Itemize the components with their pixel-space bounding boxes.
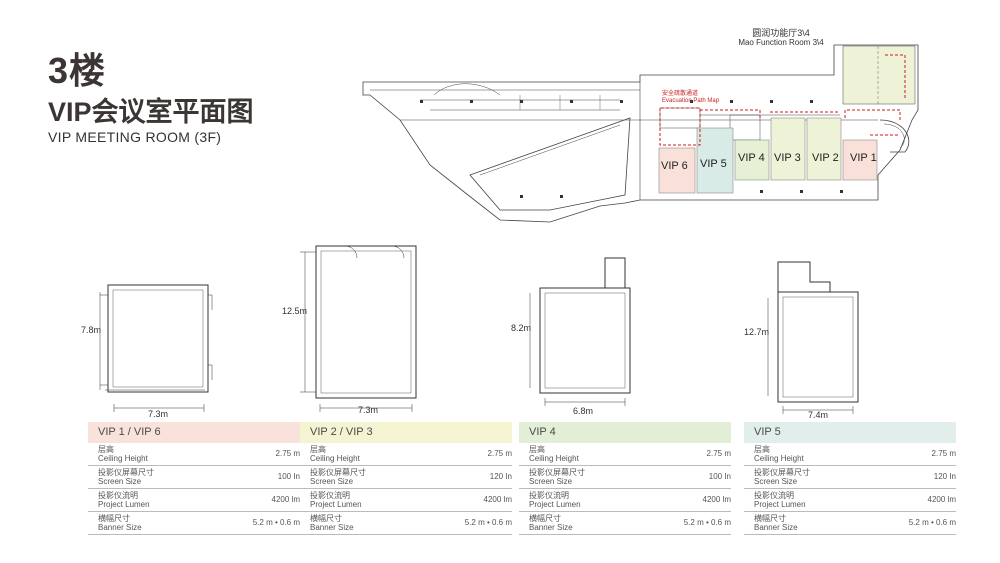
page-title-cn: VIP会议室平面图: [48, 97, 254, 127]
dim-width-vip1-vip6: 7.3m: [148, 409, 169, 419]
room-area-vip4: [734, 139, 770, 181]
room-plan-vip1-vip6: [99, 284, 213, 412]
floor-label-vip1: VIP 1: [850, 152, 877, 164]
room-plan-vip2-vip3: [300, 245, 417, 412]
room-plan-vip5: [767, 261, 859, 414]
floor-plan-rooms: [658, 117, 878, 194]
dim-width-vip4: 6.8m: [573, 406, 594, 416]
dim-width-vip2-vip3: 7.3m: [358, 405, 379, 415]
evac-label-en: Evacuation Path Map: [662, 98, 720, 104]
mao-function-room-label: 圆润功能厅3\4 Mao Function Room 3\4: [733, 28, 829, 48]
room-area-vip6: [658, 147, 696, 194]
evacuation-label: 安全疏散通道 Evacuation Path Map: [662, 91, 732, 105]
spec-card-title: VIP 5: [744, 422, 956, 443]
dim-height-vip2-vip3: 12.5m: [282, 306, 308, 316]
spec-card-title: VIP 2 / VIP 3: [300, 422, 512, 443]
room-area-vip1: [842, 139, 878, 181]
floor-label-vip6: VIP 6: [661, 160, 688, 172]
room-area-vip5: [696, 127, 734, 194]
room-plan-vip4: [529, 257, 631, 406]
mao-function-room: [842, 45, 916, 105]
mao-room-cn: 圆润功能厅3\4: [752, 28, 810, 38]
floor-label-vip5: VIP 5: [700, 158, 727, 170]
page-title-en: VIP MEETING ROOM (3F): [48, 129, 222, 145]
dim-height-vip1-vip6: 7.8m: [81, 325, 102, 335]
evacuation-path: [659, 54, 906, 146]
room-area-vip2: [806, 117, 842, 181]
floor-label-vip4: VIP 4: [738, 152, 765, 164]
room-area-vip3: [770, 117, 806, 181]
dim-width-vip5: 7.4m: [808, 410, 829, 420]
dim-height-vip4: 8.2m: [511, 323, 532, 333]
spec-card-title: VIP 1 / VIP 6: [88, 422, 300, 443]
evac-label-cn: 安全疏散通道: [662, 91, 699, 97]
floor-title: 3楼: [48, 50, 107, 91]
floor-label-vip2: VIP 2: [812, 152, 839, 164]
dim-height-vip5: 12.7m: [744, 327, 770, 337]
floor-label-vip3: VIP 3: [774, 152, 801, 164]
mao-room-en: Mao Function Room 3\4: [738, 38, 824, 47]
spec-card-title: VIP 4: [519, 422, 731, 443]
building-outline: [362, 44, 919, 223]
